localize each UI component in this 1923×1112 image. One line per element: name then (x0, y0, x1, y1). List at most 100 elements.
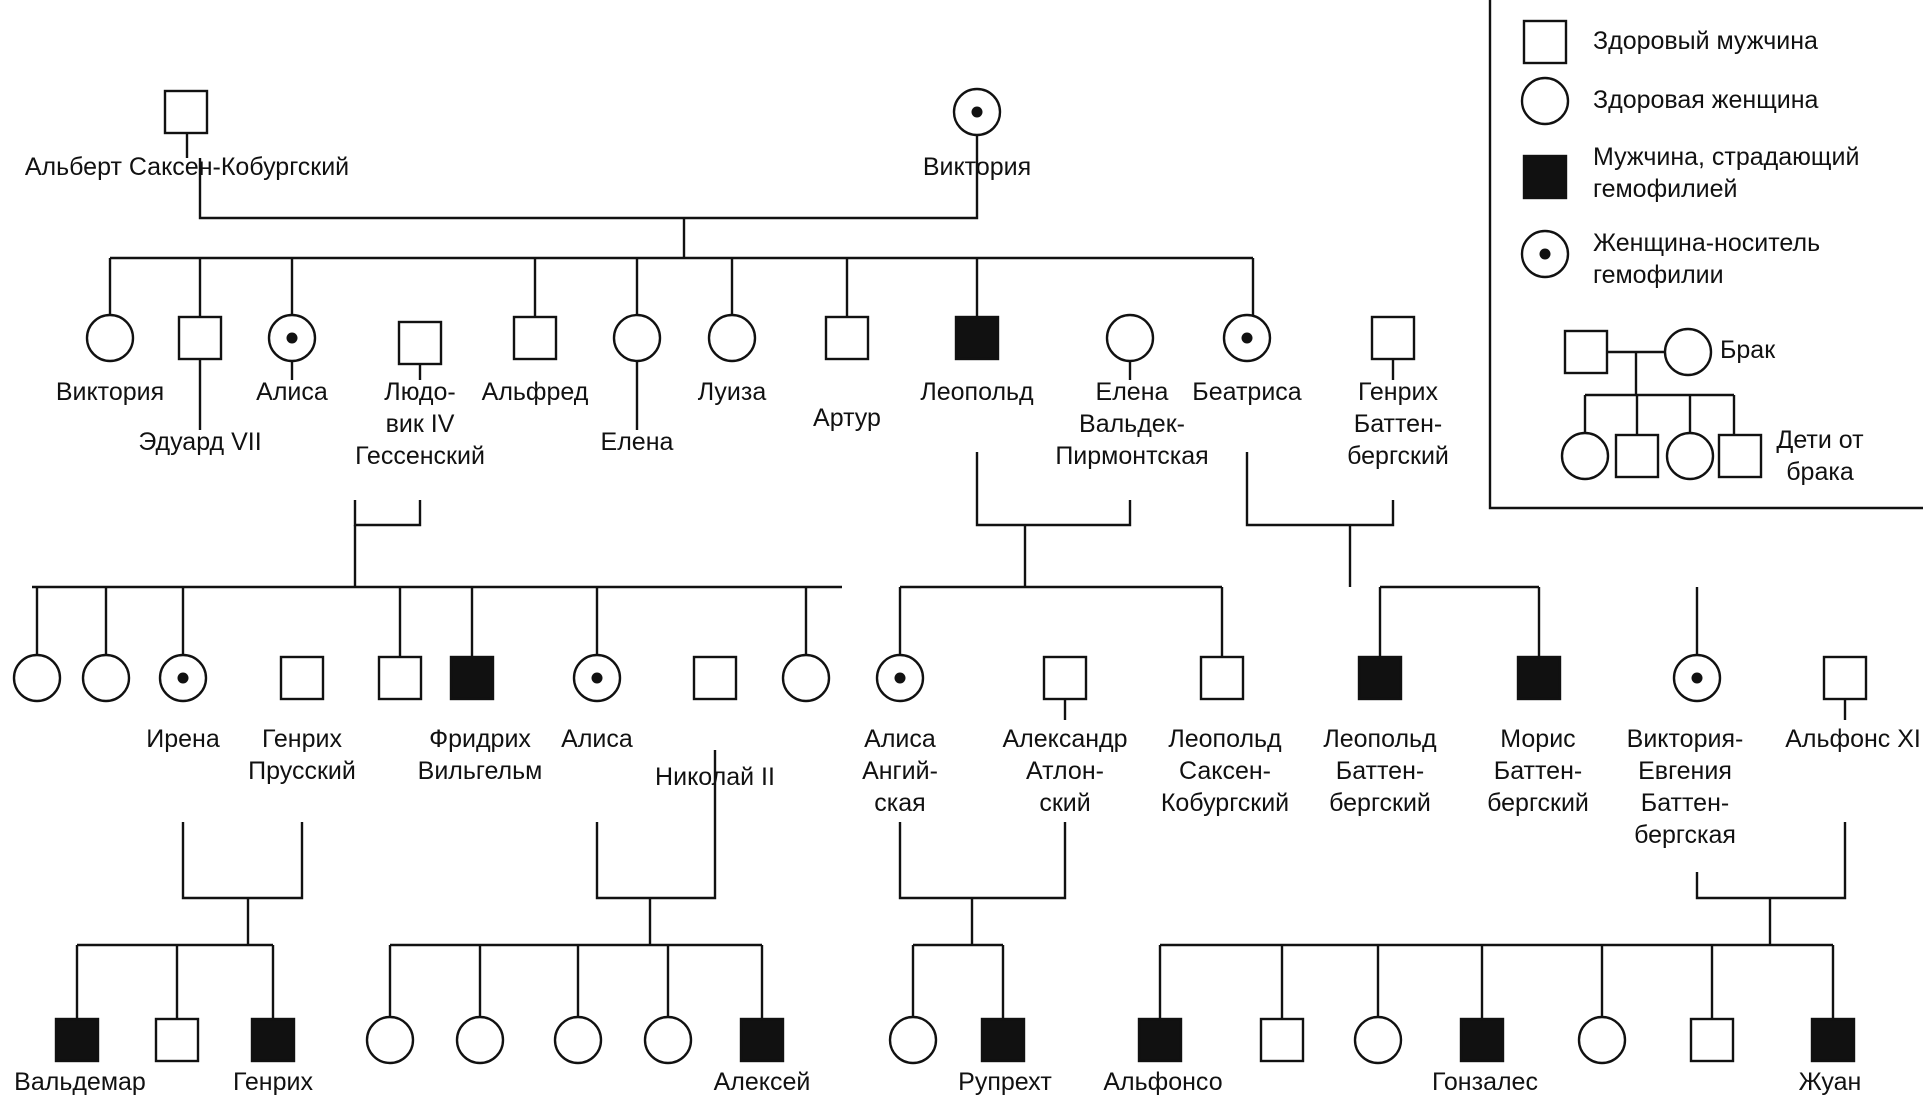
female-carrier-symbol (1222, 313, 1272, 363)
female-carrier-symbol (267, 313, 317, 363)
legend-healthy-female-label: Здоровая женщина (1593, 86, 1819, 114)
legend-healthy-male-symbol (1522, 19, 1568, 65)
person-athlone_f (888, 1015, 938, 1065)
legend-affected-male-label: гемофилией (1593, 175, 1738, 203)
legend-carrier-female-label: Женщина-носитель (1593, 229, 1820, 257)
male-affected-symbol (449, 655, 495, 701)
female-healthy-symbol (781, 653, 831, 703)
legend-carrier-female-label: гемофилии (1593, 261, 1724, 289)
person-romanov_f4 (643, 1015, 693, 1065)
male-healthy-symbol (397, 320, 443, 366)
connector-line (198, 158, 979, 220)
female-healthy-symbol (643, 1015, 693, 1065)
person-juan: Жуан (1799, 1017, 1862, 1096)
person-louise: Луиза (698, 313, 766, 406)
male-healthy-symbol (1259, 1017, 1305, 1063)
person-romanov_f3 (553, 1015, 603, 1065)
legend-affected-male-label: Мужчина, страдающий (1593, 143, 1859, 171)
person-albert: Альберт Саксен-Кобургский (25, 89, 349, 181)
person-name-label: Баттен- (1641, 789, 1729, 817)
female-healthy-symbol (1105, 313, 1155, 363)
person-beatrice: Беатриса (1192, 313, 1302, 406)
person-name-label: Артур (813, 404, 881, 432)
person-alix: Алиса (561, 653, 633, 753)
person-spain_m1 (1259, 1017, 1305, 1063)
person-spain_f2 (1577, 1015, 1627, 1065)
person-name-label: Атлон- (1026, 757, 1104, 785)
person-romanov_f2 (455, 1015, 505, 1065)
male-affected-symbol (54, 1017, 100, 1063)
male-healthy-symbol (154, 1017, 200, 1063)
person-alice: Алиса (256, 313, 328, 406)
male-healthy-symbol (377, 655, 423, 701)
female-healthy-symbol (12, 653, 62, 703)
legend-healthy-male-label: Здоровый мужчина (1593, 27, 1818, 55)
person-name-label: Баттен- (1336, 757, 1424, 785)
person-name-label: бергский (1329, 789, 1431, 817)
male-healthy-symbol (1370, 315, 1416, 361)
connector-line (595, 750, 717, 900)
person-name-label: Кобургский (1161, 789, 1289, 817)
person-name-label: Баттен- (1354, 410, 1442, 438)
male-healthy-symbol (1689, 1017, 1735, 1063)
connector-line (898, 822, 1067, 900)
person-name-label: ская (874, 789, 925, 817)
person-hesse_m1 (377, 655, 423, 701)
person-name-label: Жуан (1799, 1068, 1862, 1096)
person-name-label: Фридрих (429, 725, 531, 753)
male-affected-symbol (954, 315, 1000, 361)
person-name-label: бергский (1347, 442, 1449, 470)
person-irene: Ирена (146, 653, 220, 753)
person-victoria: Виктория (923, 87, 1031, 181)
male-affected-symbol (739, 1017, 785, 1063)
person-waldemar: Вальдемар (14, 1017, 146, 1096)
female-healthy-symbol (1577, 1015, 1627, 1065)
person-alexei: Алексей (714, 1017, 811, 1096)
person-hesse_f1 (12, 653, 62, 703)
person-name-label: Виктория (923, 153, 1031, 181)
person-name-label: Вильгельм (418, 757, 543, 785)
legend-child-female-symbol (1560, 431, 1610, 481)
person-nicholas_ii: Николай II (655, 655, 775, 791)
person-name-label: Алексей (714, 1068, 811, 1096)
person-gonzalo: Гонзалес (1432, 1017, 1538, 1096)
person-name-label: ский (1039, 789, 1090, 817)
person-name-label: Саксен- (1179, 757, 1271, 785)
person-name-label: Леопольд (1168, 725, 1282, 753)
male-affected-symbol (980, 1017, 1026, 1063)
person-name-label: Альфонсо (1103, 1068, 1222, 1096)
person-alfonso_xiii: Альфонс XIII (1785, 655, 1923, 753)
male-healthy-symbol (177, 315, 223, 361)
male-affected-symbol (1357, 655, 1403, 701)
person-henrich: Генрих (233, 1017, 313, 1096)
male-healthy-symbol (512, 315, 558, 361)
person-helena: Елена (601, 313, 674, 456)
person-hesse_f3 (781, 653, 831, 703)
legend-child-male-symbol (1717, 433, 1763, 479)
person-arthur: Артур (813, 315, 881, 432)
person-name-label: Гессенский (355, 442, 485, 470)
connector-line (1245, 452, 1395, 527)
female-healthy-symbol (85, 313, 135, 363)
person-name-label: Рупрехт (958, 1068, 1052, 1096)
male-healthy-symbol (1042, 655, 1088, 701)
female-healthy-symbol (553, 1015, 603, 1065)
person-name-label: Альфред (482, 378, 589, 406)
person-name-label: Беатриса (1192, 378, 1301, 406)
person-victoria_jr: Виктория (56, 313, 164, 406)
person-name-label: Леопольд (1323, 725, 1437, 753)
connector-line (975, 452, 1132, 527)
person-alfred: Альфред (482, 315, 589, 406)
legend-marriage-male-symbol (1563, 329, 1609, 375)
person-alfonso: Альфонсо (1103, 1017, 1223, 1096)
male-healthy-symbol (824, 315, 870, 361)
